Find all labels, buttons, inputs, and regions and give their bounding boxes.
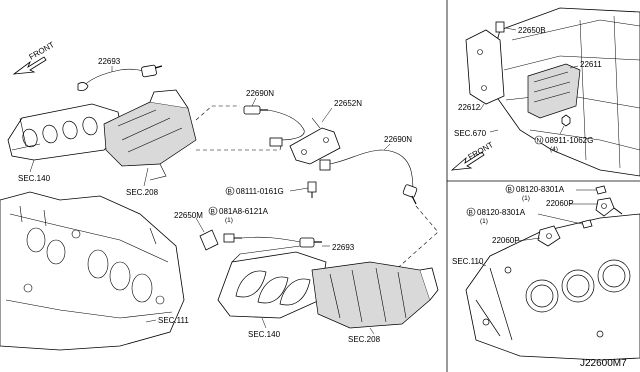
label-sec208-bottom: SEC.208 bbox=[348, 335, 381, 344]
bolt-08120-8301a-lower-qty: (1) bbox=[480, 218, 488, 225]
label-22693-lower: 22693 bbox=[332, 243, 355, 252]
front-arrow-top-left: FRONT bbox=[12, 40, 56, 75]
cylinder-block bbox=[465, 213, 640, 361]
catalyst-left bbox=[103, 89, 197, 181]
bolt-08120-8301a-lower: B 08120-8301A (1) bbox=[466, 207, 593, 229]
bolt-08120-8301a-upper: B 08120-8301A (1) bbox=[505, 184, 607, 202]
o2-sensor-22690n-lower bbox=[319, 149, 418, 205]
bolt-081a8-6121a-code: 081A8-6121A bbox=[219, 207, 269, 216]
nut-08911-1062g-code: 08911-1062G bbox=[545, 136, 593, 145]
ecm-clip-22650b bbox=[495, 21, 505, 33]
bolt-08120-8301a-lower-code: 08120-8301A bbox=[477, 208, 526, 217]
o2-sensor-upper bbox=[77, 64, 163, 91]
bracket-22652n bbox=[289, 117, 341, 165]
label-sec140-bottom: SEC.140 bbox=[248, 330, 281, 339]
bolt-08111-0161g: B 08111-0161G bbox=[225, 181, 317, 198]
nut-08911-1062g-qty: (4) bbox=[550, 146, 558, 153]
label-22611: 22611 bbox=[580, 60, 602, 69]
label-sec140-left: SEC.140 bbox=[18, 174, 51, 183]
bolt-08111-0161g-code: 08111-0161G bbox=[236, 187, 284, 196]
label-sec208-left: SEC.208 bbox=[126, 188, 159, 197]
bolt-08120-8301a-upper-code: 08120-8301A bbox=[516, 185, 565, 194]
label-22690n-upper: 22690N bbox=[246, 89, 274, 98]
front-arrow-icon bbox=[12, 56, 47, 75]
bolt-081a8-6121a-qty: (1) bbox=[225, 217, 233, 224]
svg-text:N: N bbox=[537, 138, 542, 145]
o2-sensor-lower bbox=[241, 236, 322, 248]
label-sec111: SEC.111 bbox=[158, 316, 189, 325]
front-label-right: FRONT bbox=[467, 140, 495, 162]
label-sec670: SEC.670 bbox=[454, 129, 487, 138]
label-22060p-upper: 22060P bbox=[546, 199, 574, 208]
nut-08911-1062g: N 08911-1062G (4) bbox=[534, 114, 593, 153]
label-22650m: 22650M bbox=[174, 211, 203, 220]
ecm-22611 bbox=[527, 63, 581, 119]
diagram-reference-code: J22600M7 bbox=[580, 358, 627, 369]
label-22690n-lower: 22690N bbox=[384, 135, 412, 144]
bolt-081a8-6121a: B 081A8-6121A (1) bbox=[208, 206, 269, 224]
bolt-08120-8301a-upper-qty: (1) bbox=[522, 195, 530, 202]
label-22060p-lower: 22060P bbox=[492, 236, 520, 245]
label-22693-upper: 22693 bbox=[98, 57, 121, 66]
panel-frames bbox=[446, 0, 640, 372]
label-22652n: 22652N bbox=[334, 99, 362, 108]
svg-text:B: B bbox=[469, 210, 473, 217]
o2-sensor-22690n-upper bbox=[243, 105, 305, 147]
knock-sensor-upper bbox=[595, 197, 623, 217]
exhaust-manifold-left bbox=[7, 103, 123, 161]
label-sec110: SEC.110 bbox=[452, 257, 484, 266]
label-22650b: 22650B bbox=[518, 26, 546, 35]
engine-left bbox=[0, 191, 185, 351]
front-arrow-icon bbox=[450, 151, 485, 171]
exhaust-manifold-bottom bbox=[217, 245, 327, 319]
svg-text:B: B bbox=[508, 187, 512, 194]
label-22612: 22612 bbox=[458, 103, 481, 112]
front-arrow-right: FRONT bbox=[450, 140, 495, 171]
svg-text:B: B bbox=[228, 189, 232, 196]
clip-22650m bbox=[199, 229, 242, 251]
svg-text:B: B bbox=[211, 209, 215, 216]
ecm-mount-bracket bbox=[465, 29, 505, 105]
catalyst-bottom bbox=[311, 261, 439, 329]
